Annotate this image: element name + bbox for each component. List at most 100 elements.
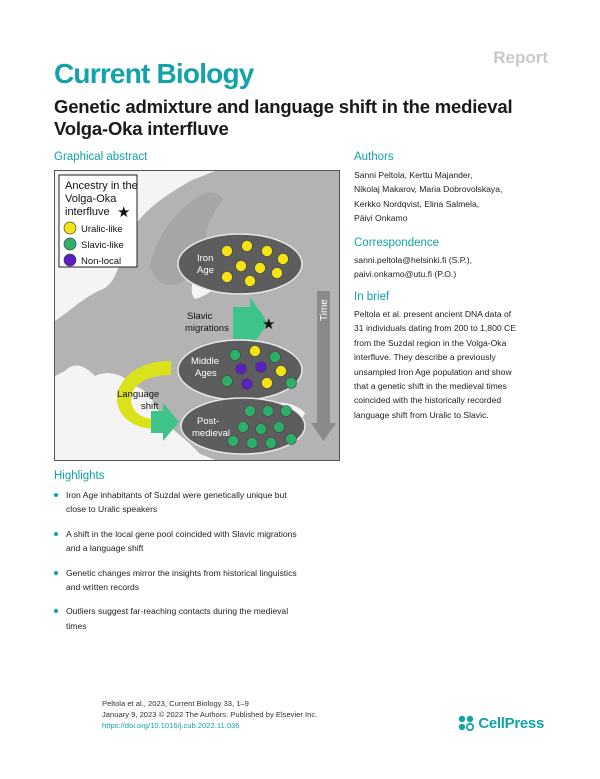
bullet-icon — [54, 609, 58, 614]
authors-heading: Authors — [354, 151, 394, 163]
language-shift-arrow-yellow — [117, 361, 171, 429]
report-label: Report — [493, 48, 548, 67]
highlight-line: Genetic changes mirror the insights from… — [66, 567, 297, 578]
slavic-migration-arrow — [233, 297, 268, 349]
legend-title-line-1: Ancestry in the — [65, 180, 138, 192]
slavic-dot — [237, 421, 249, 433]
highlight-line: and written records — [66, 582, 140, 593]
authors-line: Sanni Peltola, Kerttu Majander, — [354, 170, 473, 180]
legend-item-nonlocal: Non-local — [81, 256, 121, 267]
uralic-dot — [277, 253, 289, 265]
legend-item-slavic: Slavic-like — [81, 240, 124, 251]
graphical-abstract-heading: Graphical abstract — [54, 151, 148, 163]
language-shift-label-2: shift — [141, 401, 159, 412]
bullet-icon — [54, 570, 58, 575]
highlight-item: Genetic changes mirror the insights from… — [54, 566, 354, 595]
slavic-dot — [269, 351, 281, 363]
iron-age-label-1: Iron — [197, 253, 213, 264]
slavic-dot — [285, 433, 297, 445]
citation-footer: Peltola et al., 2023, Current Biology 33… — [102, 698, 317, 731]
slavic-dot — [227, 435, 239, 447]
in-brief-line: that a genetic shift in the medieval tim… — [354, 381, 507, 392]
uralic-dot — [254, 262, 266, 274]
in-brief-line: language shift from Uralic to Slavic. — [354, 409, 489, 420]
in-brief-line: 31 individuals dating from 200 to 1,800 … — [354, 323, 516, 334]
correspondence-emails: sanni.peltola@helsinki.fi (S.P.), paivi.… — [354, 253, 472, 282]
uralic-dot — [249, 345, 261, 357]
middle-ages-dots — [221, 345, 297, 390]
highlight-line: Outliers suggest far-reaching contacts d… — [66, 606, 289, 617]
authors-line: Päivi Onkamo — [354, 213, 408, 224]
cellpress-icon — [459, 715, 475, 732]
slavic-dot — [273, 421, 285, 433]
highlight-line: close to Uralic speakers — [66, 504, 158, 515]
star-icon: ★ — [117, 203, 130, 221]
slavic-dot — [229, 349, 241, 361]
graphical-abstract: Ancestry in the Volga-Oka interfluve ★ U… — [54, 170, 340, 461]
nonlocal-dot — [241, 378, 253, 390]
highlights-list: Iron Age inhabitants of Suzdal were gene… — [54, 488, 354, 643]
in-brief-text: Peltola et al. present ancient DNA data … — [354, 307, 516, 422]
article-title: Genetic admixture and language shift in … — [54, 96, 513, 139]
cellpress-logo[interactable]: CellPress — [457, 714, 544, 732]
highlight-line: A shift in the local gene pool coincided… — [66, 528, 297, 539]
slavic-dot — [221, 375, 233, 387]
post-medieval-label-2: medieval — [192, 428, 230, 439]
highlights-heading: Highlights — [54, 470, 105, 482]
time-arrow-shaft — [317, 291, 330, 426]
slavic-dot — [265, 437, 277, 449]
uralic-dot — [275, 365, 287, 377]
time-arrow-head — [311, 423, 336, 441]
in-brief-line: interfluve. They describe a previously — [354, 352, 496, 363]
graphical-abstract-figure: Ancestry in the Volga-Oka interfluve ★ U… — [55, 171, 339, 460]
legend-title-line-2: Volga-Oka — [65, 193, 117, 205]
journal-name[interactable]: Current Biology — [54, 58, 254, 89]
mediterranean-sea — [55, 429, 215, 460]
iron-age-dots — [221, 240, 289, 287]
scandinavia-shape — [150, 192, 223, 286]
iron-age-label-2: Age — [197, 265, 214, 276]
nonlocal-dot — [235, 363, 247, 375]
slavic-dot — [285, 377, 297, 389]
highlight-line: Iron Age inhabitants of Suzdal were gene… — [66, 490, 287, 500]
highlight-line: times — [66, 620, 87, 631]
uralic-dot — [241, 240, 253, 252]
nonlocal-dot — [255, 361, 267, 373]
correspondence-email-2[interactable]: paivi.onkamo@utu.fi (P.O.) — [354, 269, 457, 280]
slavic-migrations-label-2: migrations — [185, 323, 229, 334]
slavic-dot — [246, 437, 258, 449]
doi-link[interactable]: https://doi.org/10.1016/j.cub.2022.11.03… — [102, 721, 240, 730]
nonlocal-dot-icon — [63, 253, 77, 267]
in-brief-line: unsampled Iron Age population and show — [354, 366, 512, 377]
uralic-dot — [221, 245, 233, 257]
slavic-migrations-label-1: Slavic — [187, 311, 213, 322]
authors-line: Kerkko Nordqvist, Elina Salmela, — [354, 198, 480, 209]
post-medieval-dots — [227, 405, 297, 449]
date-copyright: January 9, 2023 © 2022 The Authors. Publ… — [102, 710, 318, 719]
legend-title-line-3: interfluve — [65, 206, 110, 218]
cellpress-wordmark: CellPress — [478, 714, 544, 732]
correspondence-email-1[interactable]: sanni.peltola@helsinki.fi (S.P.), — [354, 255, 472, 265]
language-shift-arrow-head — [151, 403, 179, 441]
citation-text: Peltola et al., 2023, Current Biology 33… — [102, 699, 249, 708]
middle-ages-label-2: Ages — [195, 368, 217, 379]
legend-box — [58, 174, 138, 268]
uralic-dot — [271, 267, 283, 279]
legend-item-uralic: Uralic-like — [81, 224, 123, 235]
volga-oka-star-icon: ★ — [262, 315, 275, 333]
highlight-item: Iron Age inhabitants of Suzdal were gene… — [54, 488, 354, 517]
slavic-dot — [280, 405, 292, 417]
uralic-dot — [261, 245, 273, 257]
middle-ages-label-1: Middle — [191, 356, 219, 367]
slavic-dot — [255, 423, 267, 435]
slavic-dot — [262, 405, 274, 417]
bullet-icon — [54, 531, 58, 536]
in-brief-line: coincided with the historically recorded — [354, 395, 502, 406]
uralic-dot-icon — [63, 221, 77, 235]
authors-list: Sanni Peltola, Kerttu Majander, Nikolaj … — [354, 168, 502, 226]
post-medieval-label-1: Post- — [197, 416, 219, 427]
uralic-dot — [235, 260, 247, 272]
highlight-item: Outliers suggest far-reaching contacts d… — [54, 604, 354, 633]
highlight-item: A shift in the local gene pool coincided… — [54, 527, 354, 556]
in-brief-heading: In brief — [354, 291, 390, 303]
